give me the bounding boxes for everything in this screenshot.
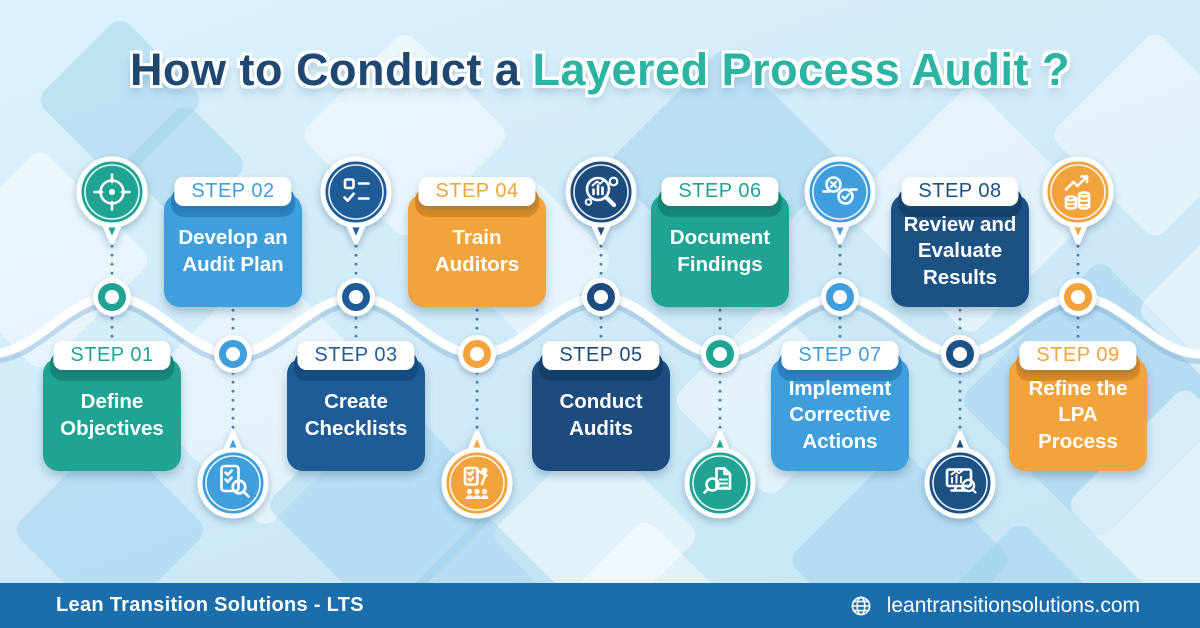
connector-line (958, 308, 962, 438)
timeline-node (941, 335, 979, 373)
audit-plan-check-icon (195, 423, 271, 526)
footer-website-group: leantransitionsolutions.com (849, 594, 1140, 618)
audit-analysis-icon (563, 154, 639, 257)
document-search-icon (682, 423, 758, 526)
title-prefix: How to Conduct a (130, 44, 521, 95)
footer-website: leantransitionsolutions.com (886, 593, 1140, 617)
step-box: Train Auditors (408, 187, 546, 307)
step-box: Review and Evaluate Results (891, 187, 1029, 307)
timeline-node (821, 278, 859, 316)
footer-brand: Lean Transition Solutions - LTS (56, 594, 364, 616)
monitor-review-icon (922, 423, 998, 526)
step-label: STEP 08 (901, 177, 1019, 206)
step-box: Document Findings (651, 187, 789, 307)
checklist-icon (318, 154, 394, 257)
step-label: STEP 04 (418, 177, 536, 206)
connector-line (475, 308, 479, 438)
step-box: Refine the LPA Process (1009, 351, 1147, 471)
training-icon (439, 423, 515, 526)
timeline-node (337, 278, 375, 316)
title-highlight: Layered Process Audit ? (532, 44, 1070, 95)
step-label: STEP 03 (297, 341, 415, 370)
pass-fail-icon (802, 154, 878, 257)
step-label: STEP 01 (53, 341, 171, 370)
timeline-node (582, 278, 620, 316)
step-box: Develop an Audit Plan (164, 187, 302, 307)
step-label: STEP 02 (174, 177, 292, 206)
step-box: Implement Corrective Actions (771, 351, 909, 471)
step-label: STEP 09 (1019, 341, 1137, 370)
step-box: Create Checklists (287, 351, 425, 471)
timeline-node (1059, 278, 1097, 316)
connector-line (231, 308, 235, 438)
target-icon (74, 154, 150, 257)
timeline-node (701, 335, 739, 373)
connector-line (718, 308, 722, 438)
timeline-node (214, 335, 252, 373)
growth-icon (1040, 154, 1116, 257)
step-label: STEP 05 (542, 341, 660, 370)
step-box: Define Objectives (43, 351, 181, 471)
timeline-node (458, 335, 496, 373)
step-label: STEP 07 (781, 341, 899, 370)
globe-icon (849, 594, 873, 618)
timeline-node (93, 278, 131, 316)
step-label: STEP 06 (661, 177, 779, 206)
footer-bar: Lean Transition Solutions - LTS leantran… (0, 583, 1200, 628)
step-box: Conduct Audits (532, 351, 670, 471)
